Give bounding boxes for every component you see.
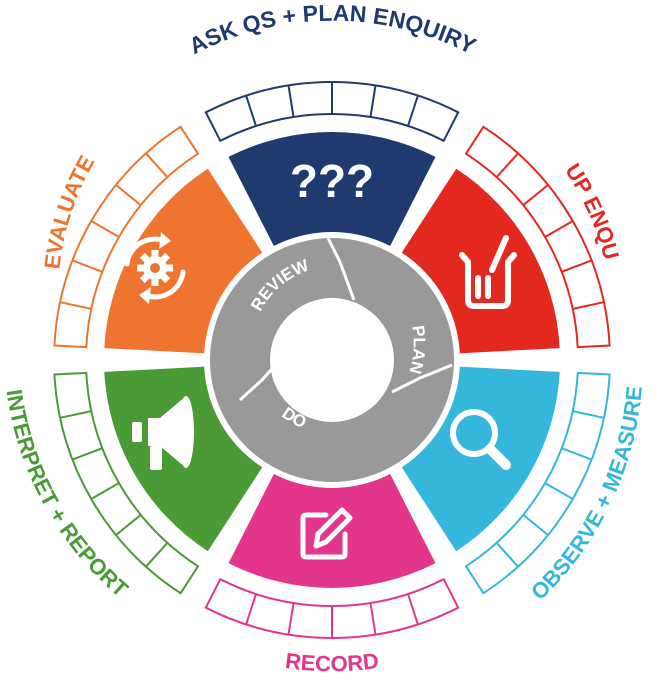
frame-divider xyxy=(407,593,419,625)
frame-divider xyxy=(572,301,605,310)
frame-divider xyxy=(59,301,92,310)
cycle-hole xyxy=(270,298,394,422)
frame-divider xyxy=(115,184,142,206)
magnifier-icon xyxy=(450,409,511,470)
frame-divider xyxy=(287,602,295,635)
stage-label-evaluate: EVALUATE xyxy=(39,151,99,270)
cycle-divider xyxy=(326,237,356,301)
frame-divider xyxy=(90,482,120,500)
frame-divider xyxy=(495,152,519,178)
frame-divider xyxy=(544,220,574,238)
frame-divider xyxy=(59,410,92,419)
frame-divider xyxy=(72,447,103,461)
cycle-gear-icon xyxy=(124,232,186,304)
frame-interpret xyxy=(53,371,200,595)
frame-evaluate xyxy=(53,125,200,349)
frame-divider xyxy=(544,482,574,500)
megaphone-icon xyxy=(132,396,194,470)
frame-divider xyxy=(369,85,377,118)
frame-divider xyxy=(287,85,295,118)
stage-label-record: RECORD xyxy=(284,648,380,676)
frame-observe xyxy=(464,371,611,595)
frame-divider xyxy=(245,593,257,625)
frame-divider xyxy=(90,220,120,238)
frame-divider xyxy=(245,95,257,127)
frame-record xyxy=(204,577,460,639)
frame-divider xyxy=(561,447,592,461)
wedge-evaluate xyxy=(104,168,267,354)
frame-ask xyxy=(204,81,460,143)
frame-divider xyxy=(522,514,549,536)
wedge-record xyxy=(228,466,436,588)
wedge-ask xyxy=(228,132,436,254)
question-marks-icon: ??? xyxy=(290,155,374,207)
beaker-icon xyxy=(459,235,517,309)
wedge-observe xyxy=(397,366,560,552)
frame-divider xyxy=(495,542,519,568)
frame-divider xyxy=(115,514,142,536)
stage-label-ask: ASK QS + PLAN ENQUIRY xyxy=(185,0,480,59)
wedge-setup xyxy=(397,168,560,354)
frame-divider xyxy=(572,410,605,419)
frame-divider xyxy=(145,542,169,568)
frame-divider xyxy=(72,259,103,273)
frame-divider xyxy=(407,95,419,127)
edit-icon xyxy=(300,507,353,560)
cycle-divider xyxy=(238,361,280,402)
frame-divider xyxy=(522,184,549,206)
frame-divider xyxy=(561,259,592,273)
frame-divider xyxy=(145,152,169,178)
cycle-divider xyxy=(391,363,453,394)
frame-divider xyxy=(369,602,377,635)
frame-setup xyxy=(464,125,611,349)
